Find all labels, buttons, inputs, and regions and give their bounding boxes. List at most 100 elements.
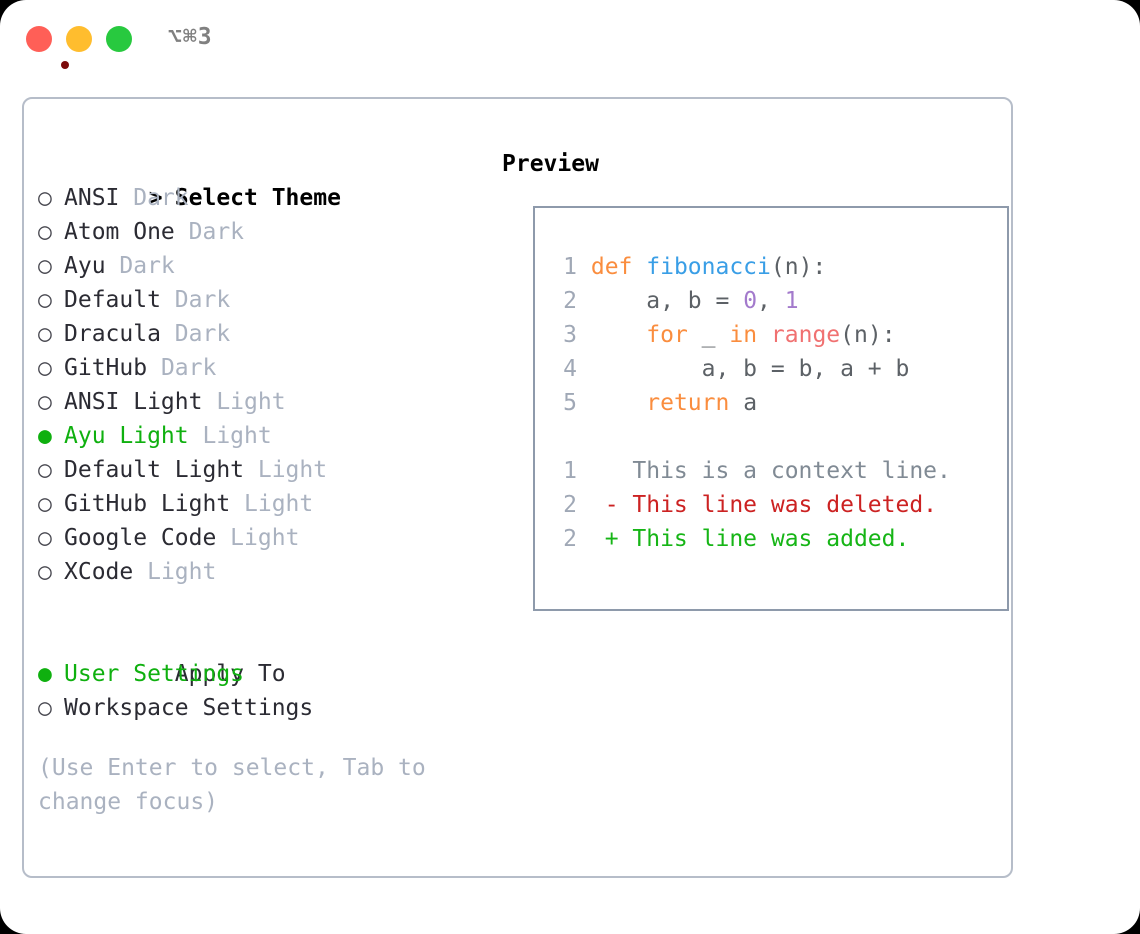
theme-name: Default Light — [64, 457, 245, 483]
code-line: 5 return a — [549, 386, 1001, 420]
theme-variant: Dark — [147, 355, 217, 381]
code-token: 0 — [743, 288, 758, 314]
main-panel: > Select Theme ○ ANSI Dark ○ Atom One Dark ○ A… — [22, 97, 1013, 878]
theme-selector-column: > Select Theme ○ ANSI Dark ○ Atom One Dark ○ A… — [38, 147, 498, 819]
line-number: 1 — [563, 254, 577, 280]
spacer — [38, 589, 498, 623]
theme-name: Dracula — [64, 321, 161, 347]
select-theme-heading: > Select Theme — [38, 147, 498, 211]
preview-column: Preview 1 def fibonacci(n):2 a, b = 0, 1… — [502, 147, 1009, 611]
theme-variant: Light — [216, 525, 300, 551]
theme-list-item[interactable]: ○ Ayu Dark — [38, 249, 498, 283]
code-token: in — [729, 322, 758, 348]
theme-variant: Dark — [174, 219, 245, 245]
radio-unselected-icon[interactable]: ○ — [38, 525, 52, 551]
theme-variant: Dark — [105, 253, 175, 279]
close-button[interactable] — [26, 26, 69, 69]
code-token: _ — [687, 322, 730, 348]
theme-name: ANSI — [64, 185, 120, 211]
radio-unselected-icon[interactable]: ○ — [38, 321, 52, 347]
code-token: a, b = b, a + b — [590, 356, 910, 382]
theme-list-item[interactable]: ○ GitHub Dark — [38, 351, 498, 385]
theme-name: GitHub — [64, 355, 148, 381]
diff-sign: + — [577, 526, 633, 552]
code-line: 1 def fibonacci(n): — [549, 250, 1001, 284]
diff-line: 1 This is a context line. — [549, 454, 1001, 488]
line-number: 2 — [563, 526, 577, 552]
prompt-caret-icon: > — [148, 185, 163, 211]
code-token: (n): — [840, 322, 896, 348]
keyboard-hint: (Use Enter to select, Tab to change focu… — [38, 755, 426, 815]
code-token: return — [646, 390, 730, 416]
radio-unselected-icon[interactable]: ○ — [38, 559, 52, 585]
theme-name: Ayu — [64, 253, 106, 279]
line-number: 4 — [563, 356, 577, 382]
theme-list-item[interactable]: ○ ANSI Light Light — [38, 385, 498, 419]
radio-unselected-icon[interactable]: ○ — [38, 253, 52, 279]
diff-line: 2 + This line was added. — [549, 522, 1001, 556]
apply-to-option-label: Workspace Settings — [64, 695, 314, 721]
theme-list-item[interactable]: ○ ANSI Dark — [38, 181, 498, 215]
apply-to-option[interactable]: ○ Workspace Settings — [38, 691, 498, 725]
radio-unselected-icon[interactable]: ○ — [38, 287, 52, 313]
theme-name: Atom One — [64, 219, 175, 245]
theme-variant: Light — [202, 389, 286, 415]
title-bar: ⌥⌘3 — [0, 0, 1140, 78]
diff-sign: - — [577, 492, 633, 518]
apply-to-heading-label: Apply To — [174, 661, 286, 687]
shortcut-label: ⌥⌘3 — [168, 24, 213, 50]
code-token: , — [757, 288, 785, 314]
theme-name: Default — [64, 287, 161, 313]
diff-text: This is a context line. — [632, 458, 951, 484]
theme-list-item[interactable]: ○ Atom One Dark — [38, 215, 498, 249]
theme-list-item[interactable]: ○Default Dark — [38, 283, 498, 317]
code-token: a — [729, 390, 758, 416]
line-number: 3 — [563, 322, 577, 348]
theme-variant: Light — [244, 457, 328, 483]
radio-unselected-icon[interactable]: ○ — [38, 695, 52, 721]
code-token: 1 — [784, 288, 799, 314]
radio-selected-icon[interactable]: ● — [38, 661, 52, 687]
theme-list-item[interactable]: ○ Dracula Dark — [38, 317, 498, 351]
code-token: a, b = — [590, 288, 744, 314]
code-token: range — [770, 322, 841, 348]
theme-variant: Dark — [160, 321, 231, 347]
maximize-button[interactable] — [106, 26, 132, 52]
line-number: 5 — [563, 390, 577, 416]
code-token: for — [646, 322, 688, 348]
radio-selected-icon[interactable]: ● — [38, 423, 52, 449]
line-number: 2 — [563, 288, 577, 314]
apply-to-option-label: User Settings — [64, 661, 245, 687]
code-line: 2 a, b = 0, 1 — [549, 284, 1001, 318]
preview-title: Preview — [502, 151, 599, 177]
theme-list-item[interactable]: ●Ayu Light Light — [38, 419, 498, 453]
theme-name: ANSI Light — [64, 389, 203, 415]
code-diff-spacer — [549, 420, 1001, 454]
code-token: (n): — [770, 254, 827, 280]
minimize-button[interactable] — [66, 26, 92, 52]
theme-list-item[interactable]: ○ Default Light Light — [38, 453, 498, 487]
radio-unselected-icon[interactable]: ○ — [38, 457, 52, 483]
radio-unselected-icon[interactable]: ○ — [38, 491, 52, 517]
diff-text: This line was deleted. — [632, 492, 938, 518]
theme-list-item[interactable]: ○GitHub Light Light — [38, 487, 498, 521]
radio-unselected-icon[interactable]: ○ — [38, 185, 52, 211]
radio-unselected-icon[interactable]: ○ — [38, 355, 52, 381]
code-token: def — [590, 254, 647, 280]
theme-list-item[interactable]: ○XCode Light — [38, 555, 498, 589]
theme-list-item[interactable]: ○Google Code Light — [38, 521, 498, 555]
diff-line: 2 - This line was deleted. — [549, 488, 1001, 522]
theme-variant: Dark — [119, 185, 189, 211]
theme-name: GitHub Light — [64, 491, 231, 517]
select-theme-heading-label: Select Theme — [174, 185, 341, 211]
radio-unselected-icon[interactable]: ○ — [38, 389, 52, 415]
line-number: 2 — [563, 492, 577, 518]
radio-unselected-icon[interactable]: ○ — [38, 219, 52, 245]
line-number: 1 — [563, 458, 577, 484]
apply-to-list: ● User Settings ○ Workspace Settings — [38, 657, 498, 725]
apply-to-option[interactable]: ● User Settings — [38, 657, 498, 691]
recording-indicator-icon — [61, 61, 69, 69]
